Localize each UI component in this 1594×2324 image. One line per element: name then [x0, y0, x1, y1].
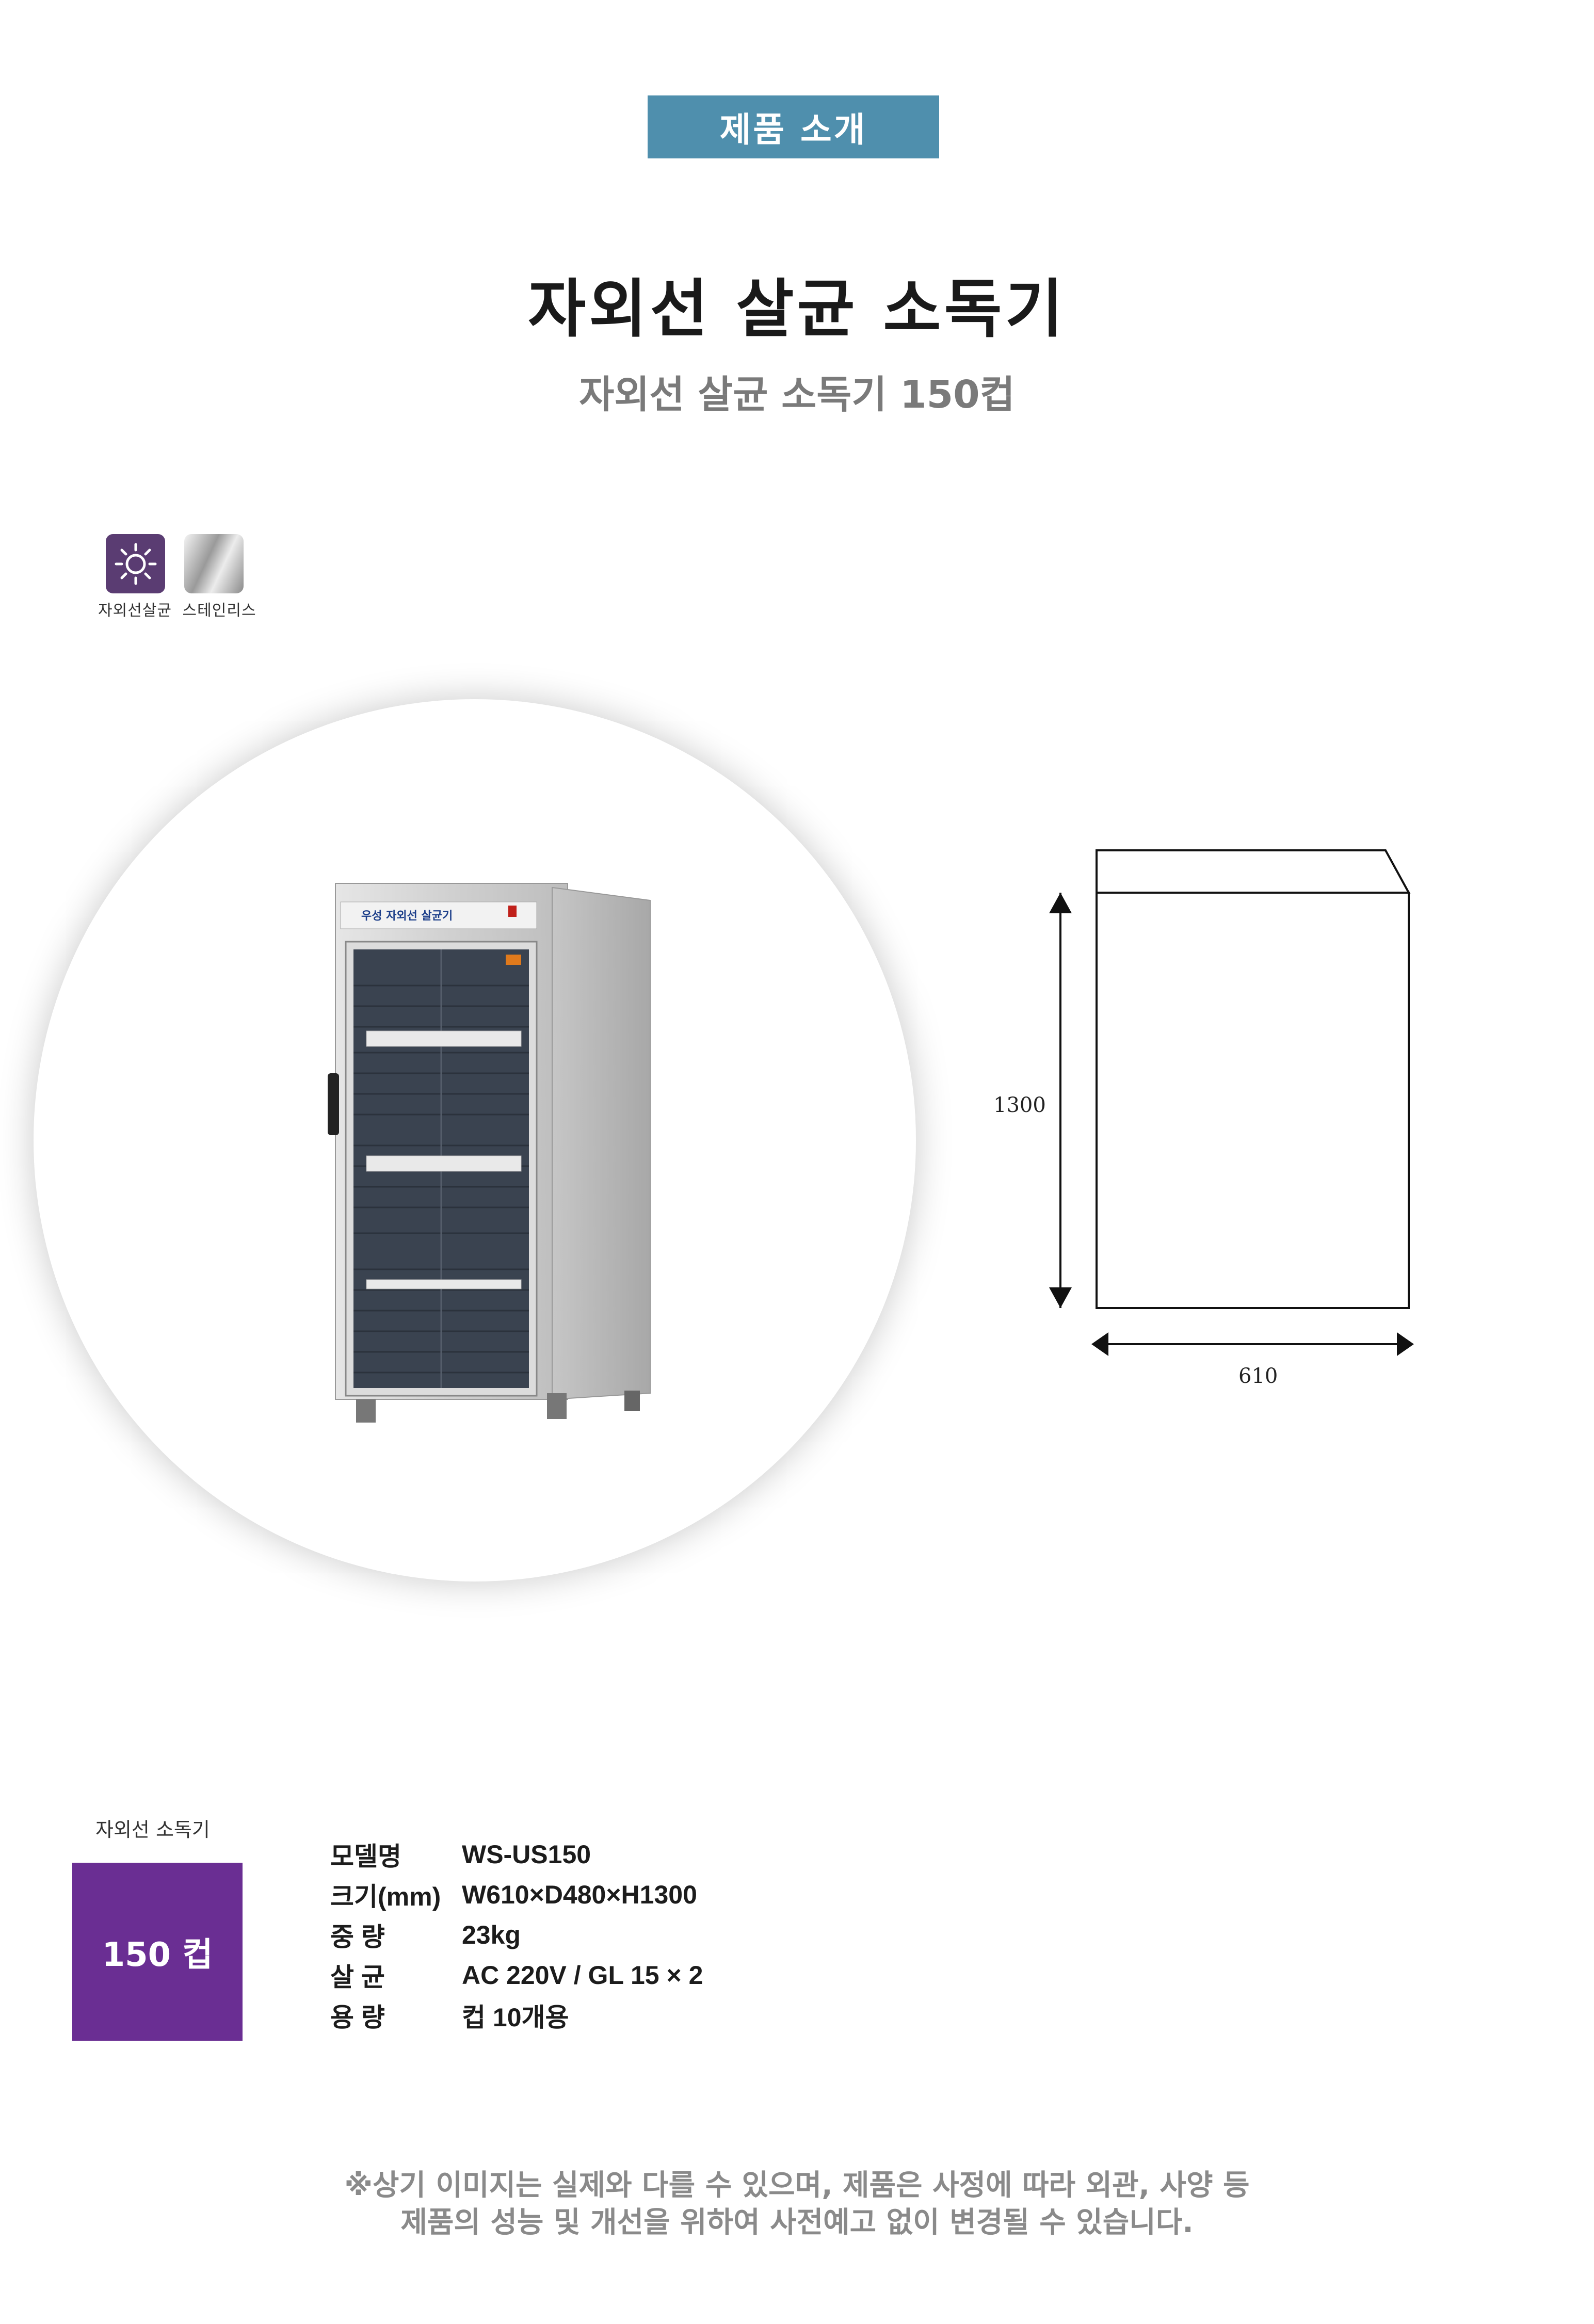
page-subtitle: 자외선 살균 소독기 150컵: [579, 373, 1015, 417]
spec-value: W610×D480×H1300: [462, 1880, 697, 1909]
height-dimension-label: 1300: [993, 1093, 1046, 1117]
spec-key: 크기(mm): [330, 1882, 441, 1911]
spec-row-size: 크기(mm) W610×D480×H1300: [330, 1875, 703, 1915]
spec-key: 중 량: [330, 1923, 385, 1951]
sun-icon: [106, 534, 165, 593]
spec-row-weight: 중 량 23kg: [330, 1915, 703, 1955]
disclaimer-line-1: ※상기 이미지는 실제와 다를 수 있으며, 제품은 사정에 따라 외관, 사양…: [344, 2169, 1250, 2202]
spec-key: 용 량: [330, 2003, 385, 2032]
spec-key: 살 균: [330, 1963, 385, 1992]
spec-value: 23kg: [462, 1920, 521, 1949]
feature-labels: 자외선살균 스테인리스: [98, 598, 262, 620]
section-badge: 제품 소개: [648, 95, 939, 158]
spec-value: WS-US150: [462, 1840, 591, 1869]
feature-label-stainless: 스테인리스: [182, 602, 256, 620]
spec-row-capacity: 용 량 컵 10개용: [330, 1995, 703, 2036]
dimension-diagram: 1300 610: [993, 849, 1414, 1388]
spec-key: 모델명: [330, 1842, 401, 1871]
disclaimer: ※상기 이미지는 실제와 다를 수 있으며, 제품은 사정에 따라 외관, 사양…: [0, 2167, 1594, 2241]
spec-value: 컵 10개용: [462, 2003, 569, 2032]
product-image: 우성 자외선 살균기: [328, 883, 651, 1423]
spec-row-model: 모델명 WS-US150: [330, 1834, 703, 1875]
stainless-swatch-icon: [184, 534, 244, 593]
capacity-badge: 150 컵: [72, 1863, 243, 2041]
disclaimer-line-2: 제품의 성능 및 개선을 위하여 사전예고 없이 변경될 수 있습니다.: [400, 2206, 1194, 2239]
spec-value: AC 220V / GL 15 × 2: [462, 1961, 703, 1990]
page-title: 자외선 살균 소독기: [528, 272, 1066, 346]
width-dimension-label: 610: [1238, 1364, 1278, 1388]
spec-table: 모델명 WS-US150 크기(mm) W610×D480×H1300 중 량 …: [330, 1834, 703, 2036]
category-label: 자외선 소독기: [95, 1818, 210, 1841]
panel-text: 우성 자외선 살균기: [361, 910, 453, 923]
spec-row-sterilization: 살 균 AC 220V / GL 15 × 2: [330, 1955, 703, 1995]
feature-label-uv: 자외선살균: [98, 602, 172, 620]
